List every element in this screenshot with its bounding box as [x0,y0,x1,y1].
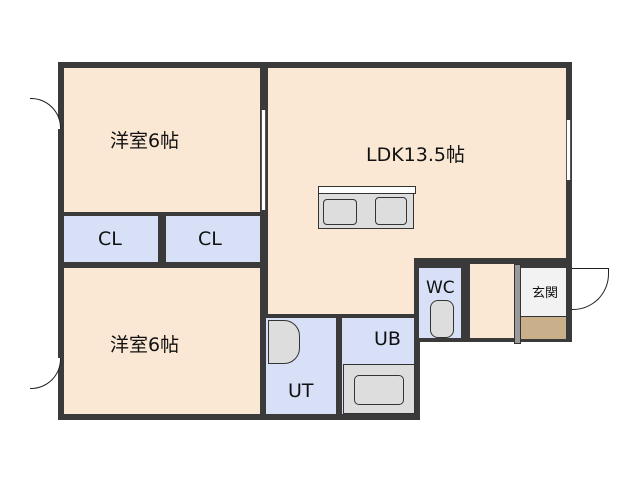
closet1-label: CL [98,228,122,250]
bedroom2 [64,268,260,414]
wc-label: WC [426,278,455,298]
closet1 [64,216,158,262]
entry-partition [514,264,521,344]
bedroom1 [64,68,260,212]
window-ldk-right [566,120,571,180]
door-bed2[interactable] [30,358,61,389]
door-bed1[interactable] [30,98,61,129]
window-bed1-mid [261,110,266,210]
hallway [470,264,514,338]
entrance-door[interactable] [572,268,609,310]
ldk-label: LDK13.5帖 [366,144,465,166]
bathtub-icon [343,364,415,414]
sink-icon [323,199,357,225]
entrance-label: 玄関 [532,286,559,301]
bedroom2-label: 洋室6帖 [110,334,180,356]
shoe-box [521,316,566,339]
closet2-label: CL [198,228,222,250]
washer-icon [268,320,300,364]
utility-label: UT [288,380,314,402]
stove-icon [375,197,407,225]
closet2 [166,216,260,262]
bedroom1-label: 洋室6帖 [110,130,180,152]
kitchen-counter [318,193,414,229]
unit-bath-label: UB [374,328,401,350]
toilet-icon [430,300,454,338]
